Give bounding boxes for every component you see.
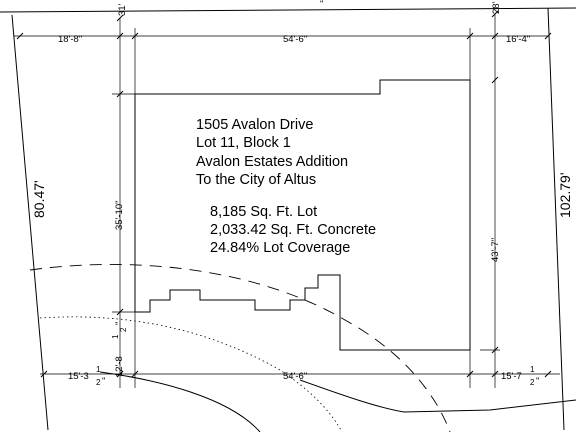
dim-left-depth: 35'-10" xyxy=(114,201,125,230)
fraction-numerator: 1 xyxy=(111,334,120,339)
fraction-inch-mark: " xyxy=(536,376,539,387)
dim-front-setback-group: 12'-8 1 2 " xyxy=(111,322,128,377)
address-line: Lot 11, Block 1 xyxy=(196,135,291,151)
statistics-block: 8,185 Sq. Ft. Lot 2,033.42 Sq. Ft. Concr… xyxy=(210,204,376,256)
dim-rear-setback-right: 28' xyxy=(491,1,502,14)
lot-right-side-length: 102.79' xyxy=(557,173,573,219)
fraction-numerator: 1 xyxy=(530,365,535,374)
dim-bottom-right-group: 15'-7 1 2 " xyxy=(501,365,539,387)
dim-bottom-width: 54'-6" xyxy=(283,371,307,382)
street-curb-lines xyxy=(29,264,576,432)
dim-top-left-setback: 18'-8" xyxy=(58,34,82,45)
dim-top-right-setback: 16'-4" xyxy=(506,34,530,45)
dim-bottom-left-group: 15'-3 1 2 " xyxy=(68,365,105,387)
fraction-inch-mark: " xyxy=(102,376,105,387)
dim-front-setback: 12'-8 xyxy=(114,356,125,377)
dim-rear-setback-left: 31' xyxy=(117,3,128,16)
dim-top-width: 54'-6" xyxy=(283,34,307,45)
address-line: Avalon Estates Addition xyxy=(196,154,348,170)
lot-boundary xyxy=(0,7,576,431)
dim-bottom-right-setback: 15'-7 xyxy=(501,371,522,382)
dim-top-mark: " xyxy=(320,0,323,10)
fraction-denominator: 2 xyxy=(119,327,128,332)
lot-coverage-text: 24.84% Lot Coverage xyxy=(210,240,350,256)
lot-left-side-length: 80.47' xyxy=(31,180,47,218)
dim-bottom-left-setback: 15'-3 xyxy=(68,371,89,382)
top-dimension-line xyxy=(14,32,552,40)
fraction-numerator: 1 xyxy=(96,365,101,374)
fraction-denominator: 2 xyxy=(96,378,101,387)
vertical-dimension-ticks xyxy=(116,10,499,378)
fraction-inch-mark: " xyxy=(114,322,125,325)
concrete-area-text: 2,033.42 Sq. Ft. Concrete xyxy=(210,222,376,238)
address-line: 1505 Avalon Drive xyxy=(196,117,313,133)
extension-lines xyxy=(112,14,500,388)
lot-area-text: 8,185 Sq. Ft. Lot xyxy=(210,204,317,220)
fraction-denominator: 2 xyxy=(530,378,535,387)
address-block: 1505 Avalon Drive Lot 11, Block 1 Avalon… xyxy=(196,117,348,188)
dim-right-depth: 43'-7" xyxy=(490,238,501,262)
house-footprint xyxy=(134,79,471,351)
address-line: To the City of Altus xyxy=(196,172,316,188)
